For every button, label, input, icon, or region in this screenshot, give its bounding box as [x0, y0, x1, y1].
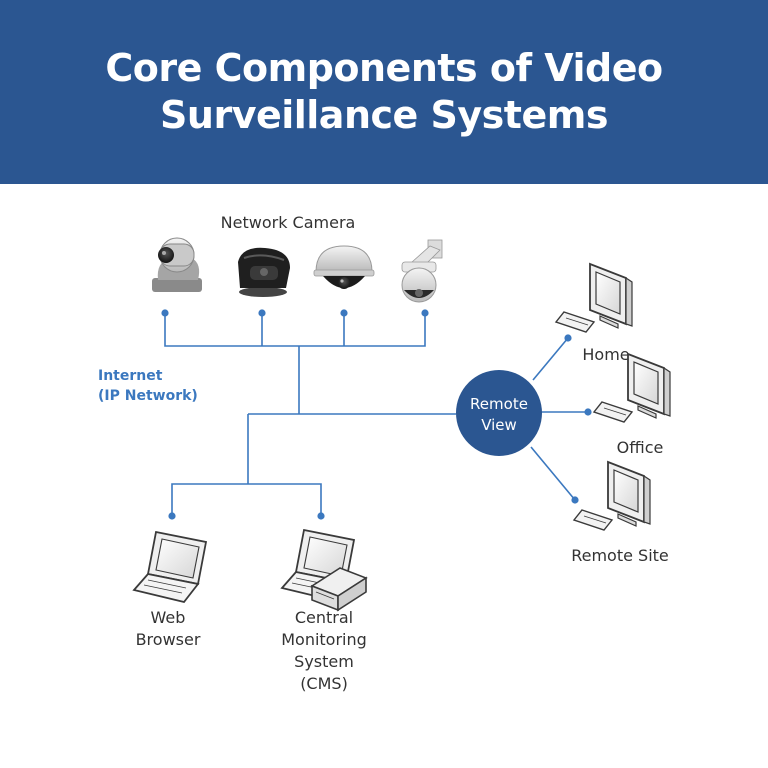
client-cms-line1: Central — [295, 608, 353, 627]
client-web-browser-line1: Web — [151, 608, 186, 627]
client-web-browser-line2: Browser — [136, 630, 201, 649]
web-browser-dot — [168, 512, 176, 520]
desktop-computer-icon — [572, 460, 651, 531]
remote-view-line2: View — [481, 416, 517, 434]
desktop-office — [592, 352, 671, 423]
camera-2-dot — [258, 309, 266, 317]
remote-site-dot — [571, 496, 579, 504]
dome-camera-icon — [313, 245, 375, 289]
page-title: Core Components of Video Surveillance Sy… — [105, 46, 663, 137]
network-lines — [164, 313, 588, 516]
remote-site-label-home: Home — [582, 345, 629, 364]
desktop-home — [554, 262, 633, 333]
laptop-icon — [132, 530, 208, 604]
laptop-with-recorder-icon — [280, 528, 368, 612]
title-banner: Core Components of Video Surveillance Sy… — [0, 0, 768, 184]
client-cms-line2: Monitoring — [281, 630, 367, 649]
remote-view-node: Remote View — [456, 370, 542, 456]
camera-bus-line — [164, 313, 426, 347]
remote-site-label-office: Office — [617, 438, 664, 457]
link-home — [532, 337, 569, 381]
ptz-camera-icon — [152, 237, 202, 292]
connection-dots — [161, 309, 592, 520]
link-remote-site — [530, 446, 576, 501]
camera-4-dot — [421, 309, 429, 317]
client-cms-line3: System — [294, 652, 354, 671]
client-bus-line — [171, 483, 322, 516]
cms-dot — [317, 512, 325, 520]
speed-dome-camera-icon — [401, 239, 443, 303]
camera-3-dot — [340, 309, 348, 317]
home-dot — [564, 334, 572, 342]
client-cms-line4: (CMS) — [300, 674, 348, 693]
network-label-line1: Internet — [98, 368, 163, 384]
network-label-line2: (IP Network) — [98, 388, 198, 404]
desktop-computer-icon — [592, 352, 671, 423]
camera-1-dot — [161, 309, 169, 317]
camera-group-label: Network Camera — [221, 213, 356, 232]
remote-site-label-remote: Remote Site — [571, 546, 669, 565]
remote-view-circle — [456, 370, 542, 456]
office-dot — [584, 408, 592, 416]
desktop-computer-icon — [554, 262, 633, 333]
remote-view-line1: Remote — [470, 395, 528, 413]
box-camera-icon — [238, 247, 290, 297]
desktop-remote-site — [572, 460, 651, 531]
